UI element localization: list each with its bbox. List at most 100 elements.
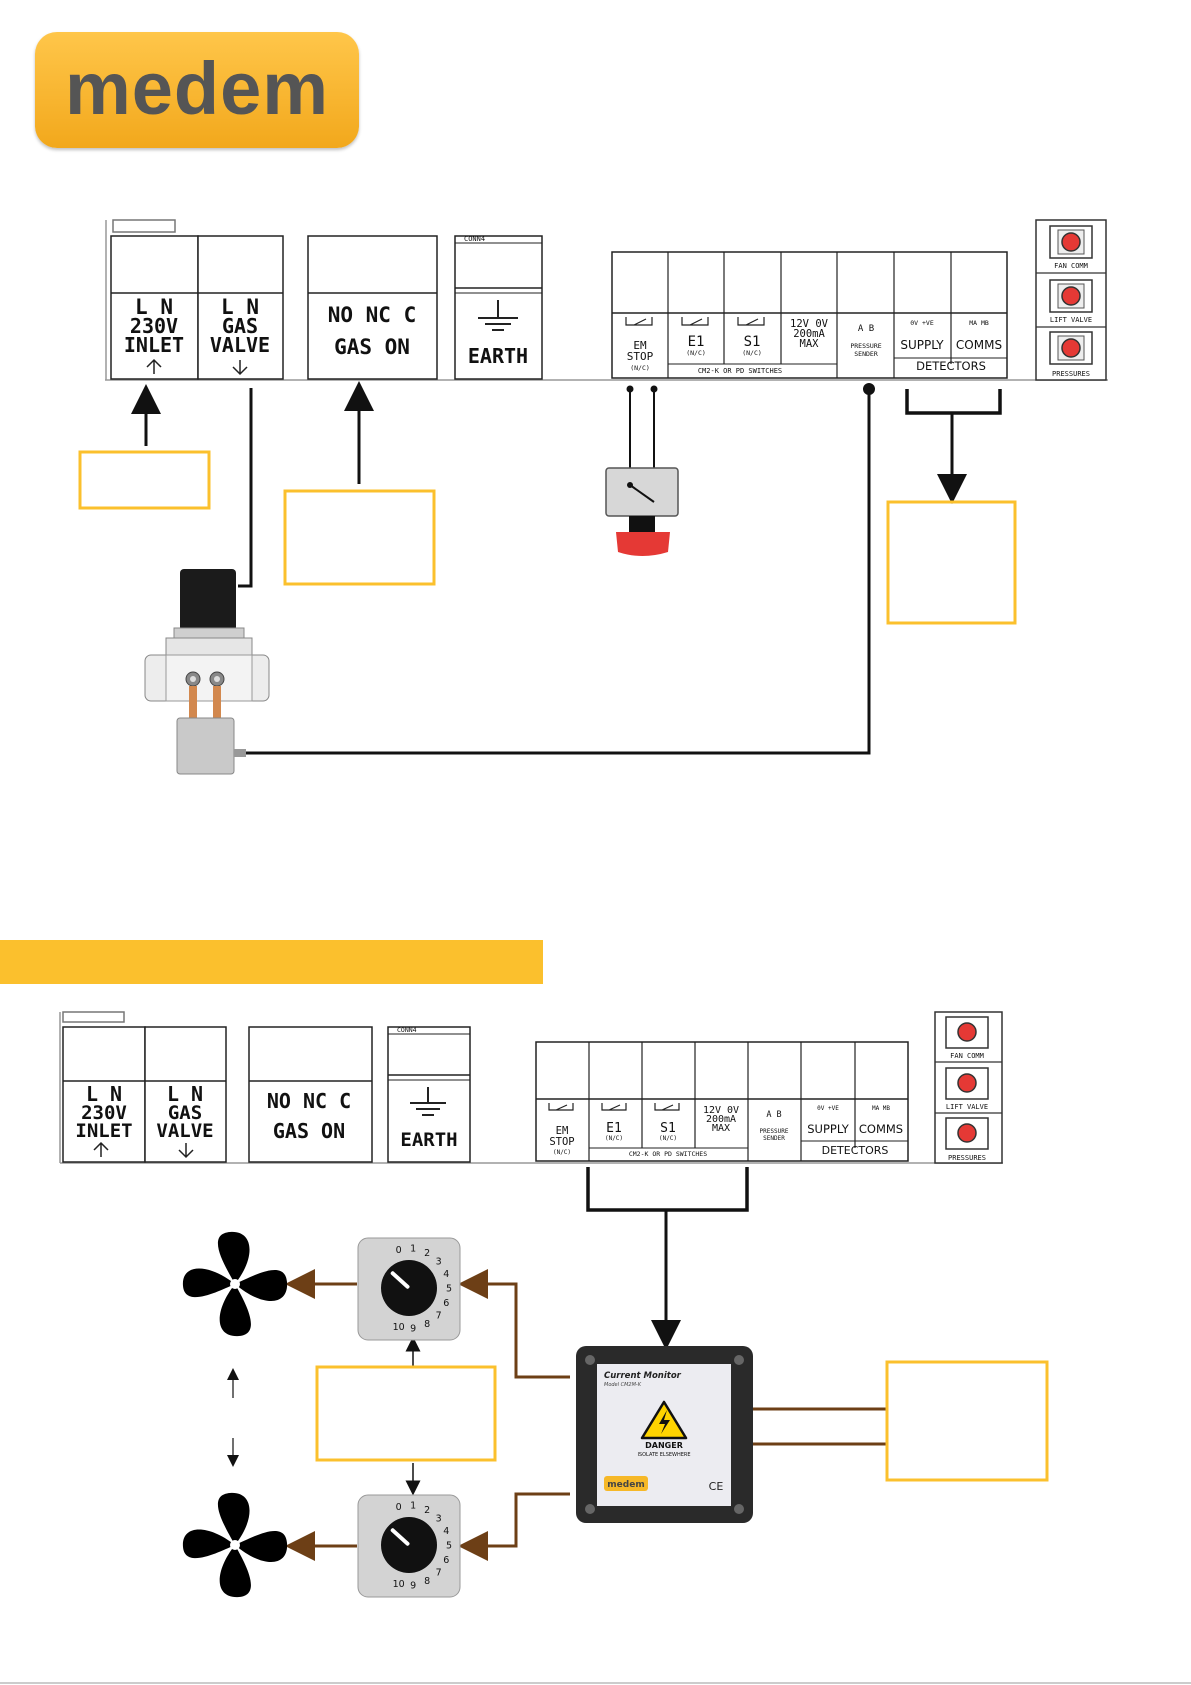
logo-text: medem	[64, 47, 330, 130]
supply-pins: 0V +VE	[910, 319, 934, 327]
bottom-terminal-earth: CONN4 EARTH	[387, 1026, 471, 1163]
bottom-e1-sub: (N/C)	[605, 1135, 623, 1142]
supply-label: SUPPLY	[900, 338, 944, 352]
bottom-power-line1: 12V 0V	[703, 1105, 739, 1116]
bottom-inlet-pins: L N	[86, 1082, 122, 1106]
dial-tick-label: 3	[436, 1257, 442, 1268]
gas-valve-line2: VALVE	[210, 333, 270, 357]
cm-ce-mark: CE	[709, 1480, 724, 1493]
emergency-stop-icon	[605, 467, 679, 556]
label-box-fan-speed	[315, 1365, 497, 1462]
s1-sub: (N/C)	[742, 349, 762, 357]
bottom-em-stop-line1: EM	[556, 1125, 569, 1137]
bottom-terminal-panel: L N 230V INLET L N GAS VALVE NO NC C GAS…	[59, 1011, 1003, 1164]
bottom-supply-pins: 0V +VE	[817, 1105, 839, 1112]
top-wiring	[131, 381, 1002, 755]
bottom-e1-label: E1	[606, 1121, 622, 1136]
fan-comm-label: FAN COMM	[1054, 262, 1088, 270]
dial-tick-label: 6	[443, 1555, 449, 1566]
dial-tick-label: 0	[396, 1502, 402, 1513]
detectors-label: DETECTORS	[916, 359, 986, 373]
bottom-terminal-230v-inlet: L N 230V INLET	[62, 1026, 146, 1163]
bottom-em-stop-sub: (N/C)	[553, 1149, 571, 1156]
power-line3: MAX	[800, 338, 820, 350]
bottom-pressure-pins: A B	[766, 1110, 781, 1120]
bottom-em-stop-line2: STOP	[549, 1136, 574, 1148]
comms-pins: MA MB	[969, 319, 989, 327]
top-terminal-panel: L N 230V INLET L N GAS VALVE NO NC C GAS…	[105, 219, 1108, 381]
cm-warning: DANGER	[645, 1441, 683, 1450]
dial-tick-label: 1	[410, 1501, 416, 1512]
bottom-gas-valve-line1: GAS	[168, 1102, 202, 1124]
gas-solenoid-valve-icon	[144, 569, 270, 775]
em-stop-sub: (N/C)	[630, 364, 650, 372]
dial-tick-label: 1	[410, 1244, 416, 1255]
relay-label: GAS ON	[334, 335, 410, 359]
bottom-pressures-button[interactable]: PRESSURES	[945, 1117, 989, 1162]
em-stop-line1: EM	[633, 339, 647, 352]
dial-tick-label: 3	[436, 1514, 442, 1525]
dial-tick-label: 5	[446, 1541, 452, 1552]
current-monitor-unit: Current Monitor Model CM2M-K DANGER ISOL…	[576, 1346, 753, 1523]
pressures-button[interactable]: PRESSURES	[1049, 331, 1093, 378]
bottom-inlet-label: INLET	[75, 1120, 132, 1142]
conn4-label: CONN4	[464, 235, 485, 243]
terminal-earth: CONN4 EARTH	[454, 235, 543, 380]
switch-group-label: CM2-K OR PD SWITCHES	[698, 367, 782, 375]
section-banner	[0, 940, 543, 984]
fan-comm-button[interactable]: FAN COMM	[1049, 225, 1093, 270]
terminal-230v-inlet: L N 230V INLET	[110, 235, 199, 380]
bottom-conn4-label: CONN4	[397, 1026, 417, 1034]
e1-label: E1	[688, 334, 705, 350]
gas-valve-pins: L N	[221, 295, 259, 319]
bottom-inlet-voltage: 230V	[81, 1102, 127, 1124]
arrow-up-icon	[146, 358, 162, 374]
terminal-gas-valve: L N GAS VALVE	[197, 235, 284, 380]
bottom-lift-valve-button[interactable]: LIFT VALVE	[945, 1067, 989, 1111]
bottom-power-line3: MAX	[712, 1123, 730, 1134]
fan-icon	[182, 1492, 288, 1598]
dial-tick-label: 9	[410, 1580, 416, 1591]
lift-valve-button[interactable]: LIFT VALVE	[1049, 279, 1093, 324]
pressure-pins: A B	[858, 324, 874, 334]
s1-label: S1	[744, 334, 761, 350]
cm-title: Current Monitor	[604, 1371, 682, 1381]
power-line1: 12V 0V	[790, 318, 829, 330]
terminal-block-switches: EM STOP (N/C) E1 (N/C) S1 (N/C) CM2-K OR…	[611, 251, 1008, 379]
e1-sub: (N/C)	[686, 349, 706, 357]
label-box-detectors	[886, 500, 1017, 625]
bottom-relay-label: GAS ON	[273, 1119, 345, 1143]
dial-tick-label: 6	[443, 1298, 449, 1309]
bottom-fan-comm-button[interactable]: FAN COMM	[945, 1016, 989, 1060]
dial-tick-label: 4	[443, 1269, 449, 1280]
earth-label: EARTH	[468, 344, 528, 368]
arrow-up-icon	[93, 1141, 109, 1157]
bottom-power-line2: 200mA	[706, 1114, 736, 1125]
bottom-comms-label: COMMS	[859, 1122, 903, 1136]
dial-tick-label: 2	[424, 1505, 430, 1516]
arrow-down-icon	[232, 360, 248, 376]
bottom-pressure-line1: PRESSURE	[760, 1128, 789, 1135]
bottom-pressure-line2: SENDER	[763, 1135, 785, 1142]
terminal-gas-on-relay: NO NC C GAS ON	[307, 235, 438, 380]
danger-warning-icon	[640, 1400, 688, 1440]
em-stop-line2: STOP	[627, 350, 654, 363]
pressure-line1: PRESSURE	[850, 342, 881, 350]
dial-tick-label: 5	[446, 1284, 452, 1295]
comms-label: COMMS	[956, 338, 1002, 352]
arrow-down-icon	[178, 1143, 194, 1159]
bottom-switch-group-label: CM2-K OR PD SWITCHES	[629, 1150, 707, 1158]
bottom-terminal-gas-on-relay: NO NC C GAS ON	[248, 1026, 373, 1163]
inlet-pins: L N	[135, 295, 173, 319]
pressures-label: PRESSURES	[1052, 370, 1090, 378]
bottom-comms-pins: MA MB	[872, 1105, 890, 1112]
earth-icon	[478, 300, 518, 331]
bottom-s1-sub: (N/C)	[659, 1135, 677, 1142]
bottom-lift-valve-label: LIFT VALVE	[946, 1103, 988, 1111]
cm-warning-sub: ISOLATE ELSEWHERE	[637, 1452, 690, 1458]
dial-tick-label: 8	[424, 1319, 430, 1330]
cm-brand-badge	[604, 1476, 648, 1491]
